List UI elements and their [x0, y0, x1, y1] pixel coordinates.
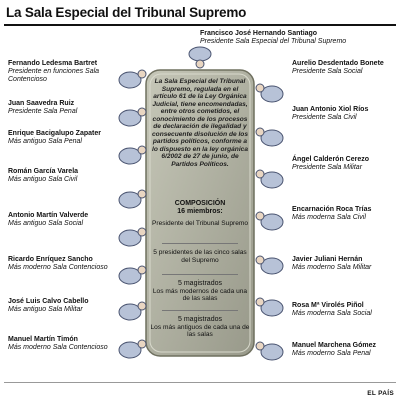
member-name: Manuel Marchena Gómez	[292, 342, 377, 349]
member-right: Ángel Calderón Cerezo Presidente Sala Mi…	[292, 156, 394, 172]
seat-figure	[255, 127, 284, 147]
composition-item: Presidente del Tribunal Supremo	[150, 220, 250, 228]
member-left: Ricardo Enríquez Sancho Más moderno Sala…	[8, 256, 108, 272]
composition-item-sub: Los más antiguos de cada una de las sala…	[150, 323, 250, 339]
member-name: Enrique Bacigalupo Zapater	[8, 130, 101, 137]
member-role: Presidente en funciones Sala Contencioso	[8, 68, 100, 83]
seat-figure	[118, 69, 147, 89]
title-bar: La Sala Especial del Tribunal Supremo	[4, 2, 396, 26]
composition-item-lead: 5 magistrados	[178, 316, 222, 323]
composition-heading: COMPOSICIÓN 16 miembros:	[150, 200, 250, 216]
member-role: Más moderna Sala Social	[292, 310, 372, 317]
member-role: Presidente Sala Civil	[292, 114, 357, 121]
seats-left-side	[118, 69, 147, 359]
member-role: Presidente Sala Penal	[8, 108, 78, 115]
member-left: Antonio Martín Valverde Más antiguo Sala…	[8, 212, 108, 228]
composition-item: 5 magistrados Los más modernos de cada u…	[150, 280, 250, 303]
member-role: Presidente Sala Militar	[292, 164, 363, 171]
member-name: Rosa Mª Virolés Piñol	[292, 302, 364, 309]
member-name: Antonio Martín Valverde	[8, 212, 89, 219]
seat-figure	[255, 297, 284, 317]
seat-figure	[118, 339, 147, 359]
member-role: Más antiguo Sala Militar	[8, 306, 83, 313]
member-right: Juan Antonio Xiol Ríos Presidente Sala C…	[292, 106, 394, 122]
member-left: Enrique Bacigalupo Zapater Más antiguo S…	[8, 130, 108, 146]
composition-item: 5 presidentes de las cinco salas del Sup…	[150, 249, 250, 264]
seat-figure	[118, 227, 147, 247]
seat-figure	[255, 255, 284, 275]
member-name: Javier Juliani Hernán	[292, 256, 363, 263]
conference-table	[145, 69, 255, 357]
member-left: Manuel Martín Timón Más moderno Sala Con…	[8, 336, 108, 352]
sala-description: La Sala Especial del Tribunal Supremo, r…	[151, 78, 248, 168]
member-left: Fernando Ledesma Bartret Presidente en f…	[8, 60, 108, 84]
composition-divider	[162, 274, 238, 275]
member-right: Rosa Mª Virolés Piñol Más moderna Sala S…	[292, 302, 394, 318]
seat-figure	[118, 145, 147, 165]
member-role: Presidente Sala Social	[292, 68, 363, 75]
member-name: Juan Saavedra Ruiz	[8, 100, 75, 107]
composition-item-sub: Los más modernos de cada una de las sala…	[152, 287, 248, 303]
member-role: Más moderno Sala Contencioso	[8, 264, 108, 271]
member-role: Más moderno Sala Militar	[292, 264, 372, 271]
member-role: Más antiguo Sala Penal	[8, 138, 82, 145]
member-name: Francisco José Hernando Santiago	[200, 30, 318, 37]
member-name: Encarnación Roca Trías	[292, 206, 372, 213]
member-role: Más moderno Sala Penal	[292, 350, 371, 357]
seat-figure	[118, 301, 147, 321]
composition-item-lead: Presidente del Tribunal Supremo	[151, 220, 249, 227]
composition-count: 16 miembros:	[177, 208, 223, 215]
bottom-rule	[4, 382, 396, 383]
credit-label: EL PAÍS	[367, 390, 394, 397]
member-role: Presidente Sala Especial del Tribunal Su…	[200, 38, 347, 45]
member-name: Aurelio Desdentado Bonete	[292, 60, 384, 67]
conference-table-top-highlight	[149, 73, 251, 353]
seat-figure	[255, 341, 284, 361]
member-right: Javier Juliani Hernán Más moderno Sala M…	[292, 256, 394, 272]
member-top-president: Francisco José Hernando Santiago Preside…	[200, 30, 346, 46]
member-left: Juan Saavedra Ruiz Presidente Sala Penal	[8, 100, 77, 116]
member-left: José Luis Calvo Cabello Más antiguo Sala…	[8, 298, 108, 314]
composition-item: 5 magistrados Los más antiguos de cada u…	[150, 316, 250, 339]
seat-head-of-table	[188, 46, 212, 69]
member-right: Manuel Marchena Gómez Más moderno Sala P…	[292, 342, 394, 358]
seat-figure	[255, 169, 284, 189]
infographic-title: La Sala Especial del Tribunal Supremo	[6, 5, 247, 20]
composition-item-lead: 5 presidentes de las cinco salas del Sup…	[153, 249, 247, 264]
composition-item-lead: 5 magistrados	[178, 280, 222, 287]
seats-right-side	[255, 83, 284, 361]
member-role: Más antiguo Sala Civil	[8, 176, 78, 183]
seat-figure	[118, 189, 147, 209]
member-name: Manuel Martín Timón	[8, 336, 78, 343]
member-role: Más moderna Sala Civil	[292, 214, 366, 221]
seat-figure	[255, 83, 284, 103]
composition-divider	[162, 310, 238, 311]
member-name: Fernando Ledesma Bartret	[8, 60, 98, 67]
member-right: Aurelio Desdentado Bonete Presidente Sal…	[292, 60, 394, 76]
member-role: Más moderno Sala Contencioso	[8, 344, 108, 351]
seat-figure	[118, 265, 147, 285]
composition-divider	[162, 243, 238, 244]
seat-figure	[118, 107, 147, 127]
member-name: José Luis Calvo Cabello	[8, 298, 89, 305]
member-name: Ángel Calderón Cerezo	[292, 156, 370, 163]
member-role: Más antiguo Sala Social	[8, 220, 84, 227]
member-name: Ricardo Enríquez Sancho	[8, 256, 93, 263]
seat-figure	[255, 211, 284, 231]
member-left: Román García Varela Más antiguo Sala Civ…	[8, 168, 108, 184]
member-name: Juan Antonio Xiol Ríos	[292, 106, 369, 113]
composition-title: COMPOSICIÓN	[174, 200, 226, 207]
member-right: Encarnación Roca Trías Más moderna Sala …	[292, 206, 394, 222]
member-name: Román García Varela	[8, 168, 79, 175]
conference-table-illustration	[145, 69, 255, 357]
